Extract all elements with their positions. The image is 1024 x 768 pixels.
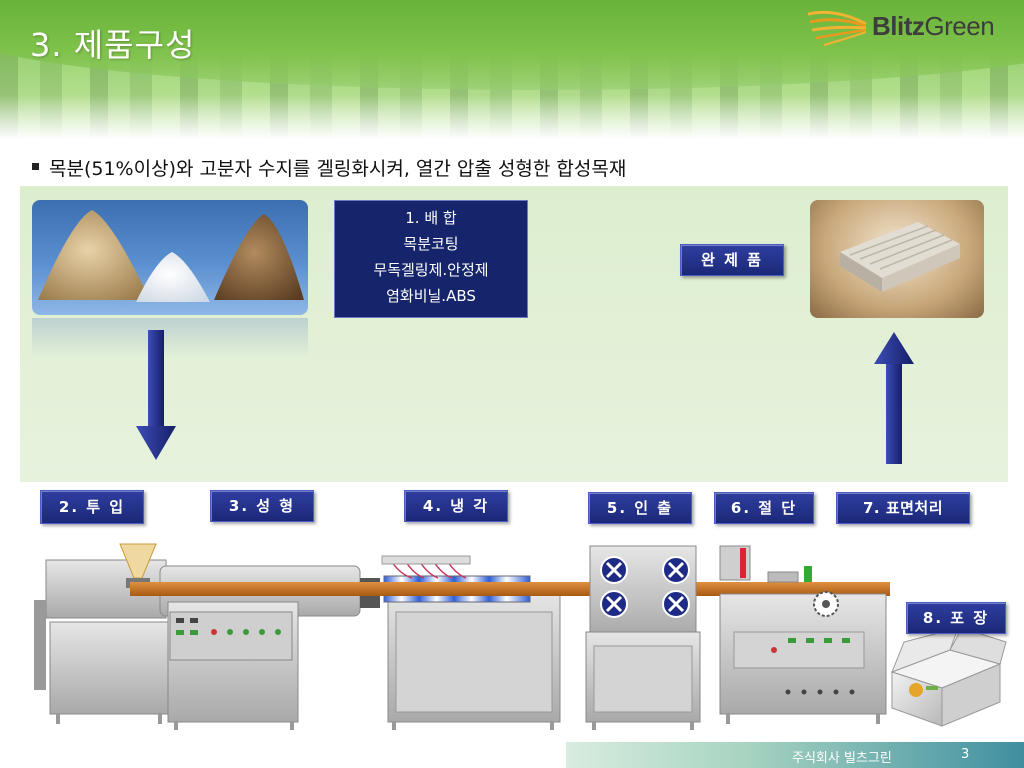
description-bullet: 목분(51%이상)와 고분자 수지를 겔링화시켜, 열간 압출 성형한 합성목재 xyxy=(32,154,626,181)
raw-materials-reflection xyxy=(32,318,308,358)
logo-swoosh-icon xyxy=(807,10,867,46)
wood-plank-image xyxy=(840,222,960,292)
step-cutting-label: 6. 절 단 xyxy=(714,492,814,524)
bullet-square-icon xyxy=(32,163,39,170)
down-arrow-icon xyxy=(136,330,176,460)
logo-wordmark: BlitzGreen xyxy=(872,11,995,41)
footer-band xyxy=(566,742,1024,768)
raw-materials-photo xyxy=(32,200,308,315)
finished-product-label: 완 제 품 xyxy=(680,244,784,276)
company-logo: BlitzGreen xyxy=(806,4,1022,48)
production-machines-illustration xyxy=(34,543,1007,730)
material-piles-image xyxy=(38,210,304,302)
step-surface-treatment-label: 7. 표면처리 xyxy=(836,492,970,524)
finished-product-photo xyxy=(810,200,984,318)
step-packaging-label: 8. 포 장 xyxy=(906,602,1006,634)
page-number: 3 xyxy=(961,747,970,762)
step-pulling-label: 5. 인 출 xyxy=(588,492,692,524)
page-title: 3. 제품구성 xyxy=(30,26,196,64)
step-cooling-label: 4. 냉 각 xyxy=(404,490,508,522)
step-molding-label: 3. 성 형 xyxy=(210,490,314,522)
header-fade xyxy=(0,95,1024,140)
step-input-label: 2. 투 입 xyxy=(40,490,144,524)
up-arrow-icon xyxy=(874,332,914,464)
footer-company: 주식회사 빌츠그린 xyxy=(792,751,892,766)
header-curve xyxy=(0,0,1024,90)
mixing-recipe-box: 1. 배 합 목분코팅 무독겔링제.안정제 염화비닐.ABS xyxy=(334,200,528,318)
